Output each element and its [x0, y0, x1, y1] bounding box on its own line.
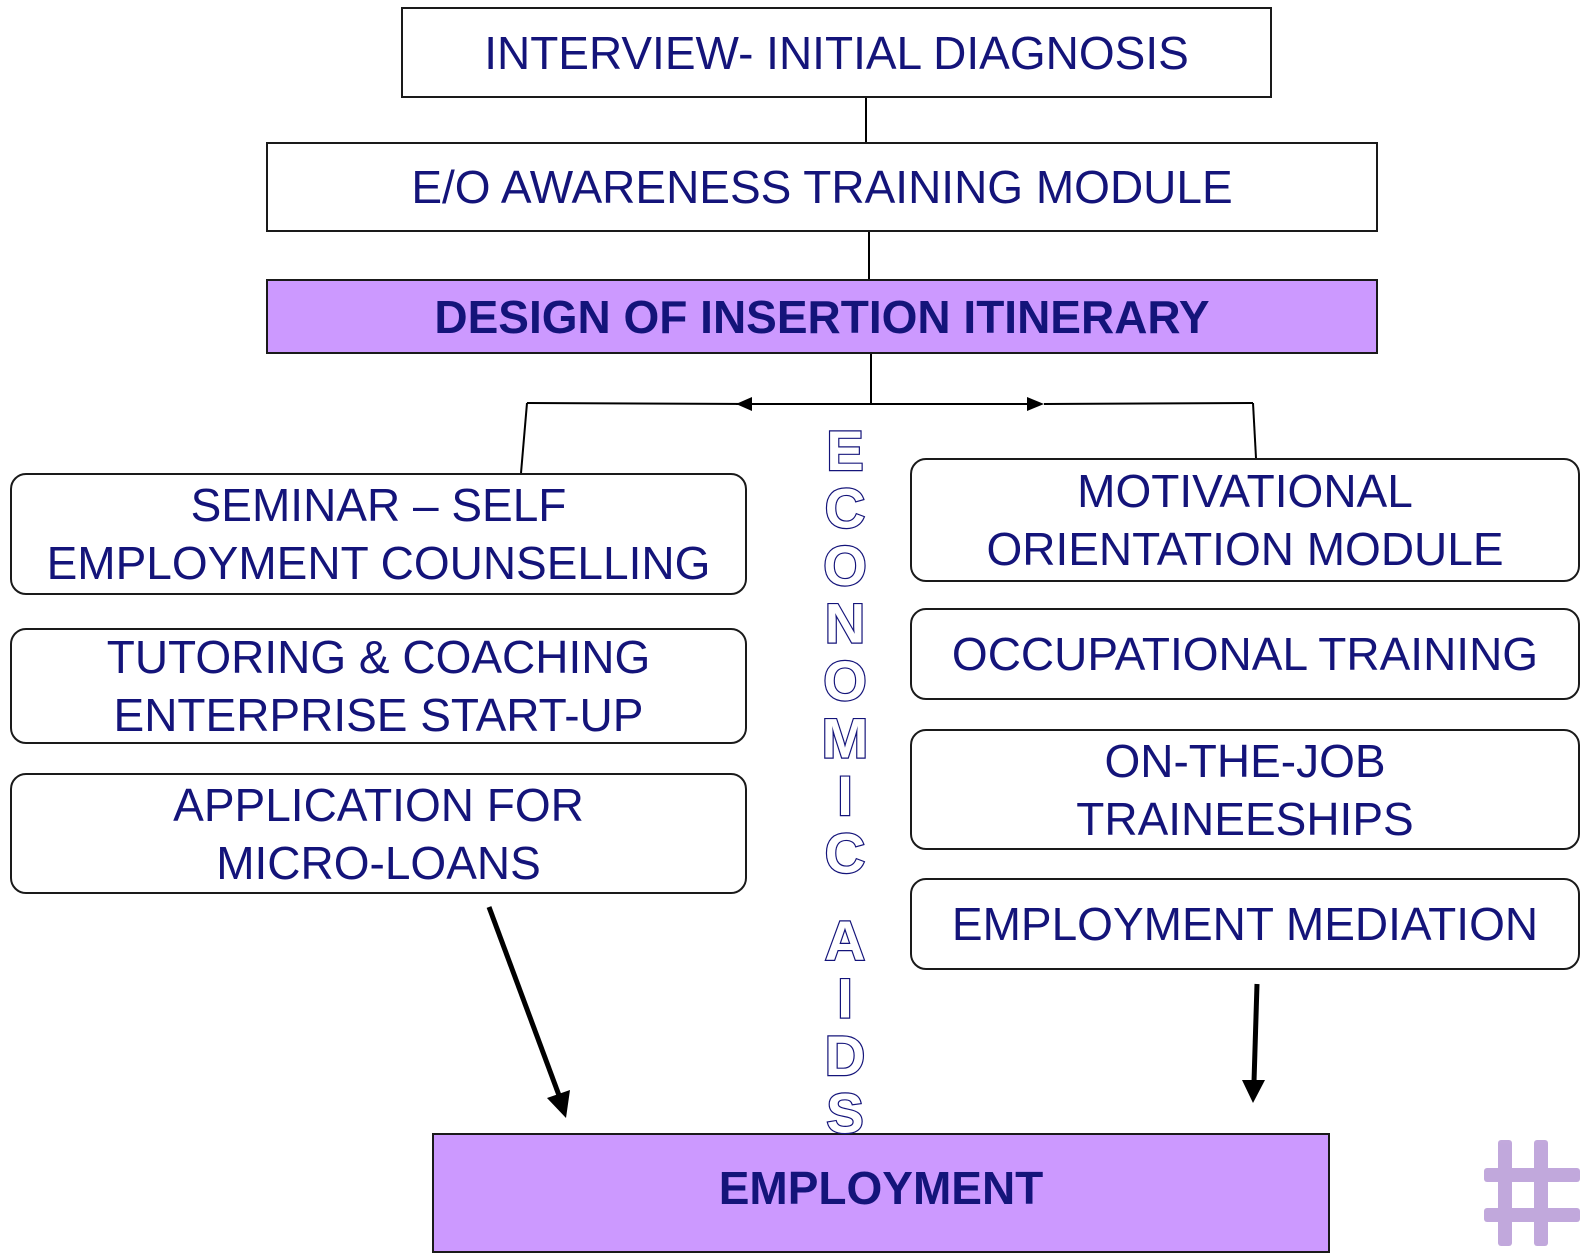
onthejob-box: ON-THE-JOB TRAINEESHIPS	[910, 729, 1580, 850]
seminar-box: SEMINAR – SELF EMPLOYMENT COUNSELLING	[10, 473, 747, 595]
mediation-label: EMPLOYMENT MEDIATION	[951, 898, 1539, 950]
microloans-label: APPLICATION FOR MICRO-LOANS	[173, 778, 584, 889]
occupational-box: OCCUPATIONAL TRAINING	[910, 608, 1580, 700]
design-box: DESIGN OF INSERTION ITINERARY	[266, 279, 1378, 354]
arrow-left-to-employment	[486, 906, 563, 1099]
mediation-box: EMPLOYMENT MEDIATION	[910, 878, 1580, 970]
awareness-label: E/O AWARENESS TRAINING MODULE	[411, 161, 1233, 213]
interview-label: INTERVIEW- INITIAL DIAGNOSIS	[484, 26, 1189, 79]
interview-box: INTERVIEW- INITIAL DIAGNOSIS	[401, 7, 1272, 98]
motivational-box: MOTIVATIONAL ORIENTATION MODULE	[910, 458, 1580, 582]
employment-label: EMPLOYMENT	[718, 1162, 1044, 1214]
occupational-label: OCCUPATIONAL TRAINING	[951, 628, 1539, 680]
motivational-label: MOTIVATIONAL ORIENTATION MODULE	[986, 465, 1504, 575]
employment-box: EMPLOYMENT	[432, 1133, 1330, 1253]
branch-right-down	[1252, 402, 1257, 459]
branch-right-arrowhead	[1027, 397, 1044, 411]
hash-logo-icon	[1484, 1140, 1580, 1246]
arrow-right-to-employment	[1251, 983, 1260, 1083]
branch-right-rest	[1043, 402, 1254, 405]
arrow-left-head	[547, 1090, 570, 1118]
onthejob-label: ON-THE-JOB TRAINEESHIPS	[1076, 734, 1414, 845]
branch-left-rest	[526, 402, 753, 405]
awareness-box: E/O AWARENESS TRAINING MODULE	[266, 142, 1378, 232]
design-label: DESIGN OF INSERTION ITINERARY	[434, 290, 1210, 343]
seminar-label: SEMINAR – SELF EMPLOYMENT COUNSELLING	[46, 479, 711, 589]
tutoring-box: TUTORING & COACHING ENTERPRISE START-UP	[10, 628, 747, 744]
tutoring-label: TUTORING & COACHING ENTERPRISE START-UP	[106, 631, 651, 741]
branch-left-down	[520, 402, 528, 474]
microloans-box: APPLICATION FOR MICRO-LOANS	[10, 773, 747, 894]
arrow-right-head	[1242, 1080, 1265, 1103]
